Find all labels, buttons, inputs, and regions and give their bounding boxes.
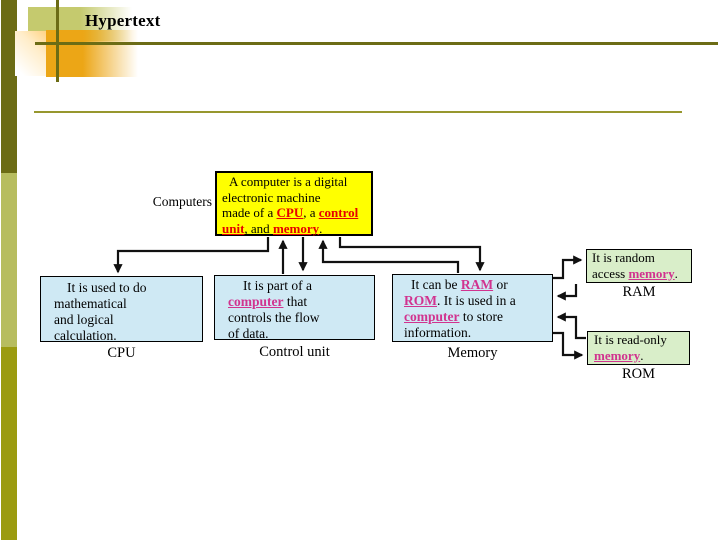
rom-caption: ROM [621,366,656,382]
decor-gold-square [46,30,138,77]
text-run: to store [459,309,503,324]
text-run: It is read-only [594,332,667,347]
arrow-computers-to-cpu [113,237,270,274]
text-run: information. [404,325,472,340]
left-bar-segment-top [1,0,17,173]
text-run: made of a [222,205,277,220]
arrow-rom-to-memory [556,312,586,340]
link-memory[interactable]: memory [594,347,641,363]
link-control-unit[interactable]: control [318,205,359,220]
ram-caption: RAM [622,284,656,300]
text-run: that [283,294,308,309]
left-bar-segment-middle [1,173,17,347]
arrow-memory-to-ram [553,255,583,280]
link-memory[interactable]: memory [628,265,675,281]
text-run: . It is used in a [437,293,516,308]
text-run: controls the flow [228,310,320,325]
memory-caption: Memory [447,345,498,361]
left-bar-segment-bottom [1,347,17,540]
text-run: of data. [228,326,269,341]
computers-label: Computers [152,194,212,209]
text-run: . [640,347,644,363]
text-run: It can be [411,277,461,292]
decor-horizontal-line [35,42,718,45]
control-unit-caption: Control unit [259,344,330,360]
arrow-memory-to-computers [318,239,460,273]
decor-underline [34,111,682,113]
link-control-unit[interactable]: unit [222,220,245,236]
text-run: , and [244,220,273,236]
link-cpu[interactable]: CPU [276,205,304,220]
text-run: . [674,265,678,281]
text-run: A computer is a digital [229,174,348,189]
arrow-ram-to-memory [556,284,578,301]
text-run: electronic machine [222,189,321,205]
text-run: It is used to do [67,280,147,295]
arrow-memory-to-rom [553,331,584,360]
text-run: access [592,265,629,281]
decor-vertical-line [56,0,59,82]
page-title: Hypertext [85,11,161,30]
link-ram[interactable]: RAM [460,277,494,292]
text-run: and logical [54,312,114,327]
text-run: or [493,277,508,292]
link-computer[interactable]: computer [228,294,284,309]
link-computer[interactable]: computer [404,309,460,324]
cpu-caption: CPU [107,345,136,361]
link-rom[interactable]: ROM [404,293,437,308]
text-run: , a [303,205,319,220]
text-run: It is part of a [243,278,312,293]
text-run: mathematical [54,296,127,311]
arrow-computers-to-memory [338,237,485,272]
text-run: calculation. [54,328,117,343]
text-run: It is random [592,250,655,265]
text-run: . [319,220,323,236]
link-memory[interactable]: memory [272,220,320,236]
